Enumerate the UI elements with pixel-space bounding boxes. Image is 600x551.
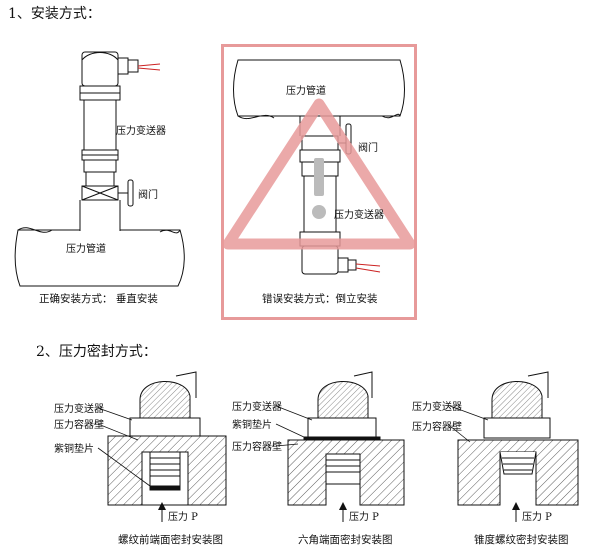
label-transmitter-wrong: 压力变送器 bbox=[334, 210, 384, 221]
label-pipe-correct: 压力管道 bbox=[66, 244, 106, 255]
seal3-label-wall: 压力容器壁 bbox=[412, 422, 462, 433]
seal2-label-transmitter: 压力变送器 bbox=[232, 402, 282, 413]
exclamation-dot-icon bbox=[312, 205, 326, 219]
seal2-label-gasket: 紫铜垫片 bbox=[232, 420, 272, 431]
label-pipe-wrong: 压力管道 bbox=[286, 86, 326, 97]
seal1-label-pressure: 压力 P bbox=[168, 512, 198, 523]
seal2-label-pressure: 压力 P bbox=[349, 512, 379, 523]
seal3-label-transmitter: 压力变送器 bbox=[412, 402, 462, 413]
seal3-label-pressure: 压力 P bbox=[522, 512, 552, 523]
label-valve-correct: 阀门 bbox=[138, 190, 158, 201]
label-transmitter-correct: 压力变送器 bbox=[116, 126, 166, 137]
seal3-diagram bbox=[457, 371, 579, 522]
seal2-diagram bbox=[287, 371, 405, 522]
exclamation-bar-icon bbox=[314, 158, 324, 196]
correct-install-diagram bbox=[14, 51, 185, 287]
seal1-diagram bbox=[107, 371, 227, 522]
seal2-label-wall: 压力容器壁 bbox=[232, 442, 282, 453]
wrong-install-diagram bbox=[233, 59, 405, 275]
seal1-label-wall: 压力容器壁 bbox=[54, 420, 104, 431]
warning-frame bbox=[221, 44, 417, 320]
leader-lines bbox=[97, 405, 489, 487]
seal1-label-gasket: 紫铜垫片 bbox=[54, 444, 94, 455]
seal1-caption: 螺纹前端面密封安装图 bbox=[118, 534, 223, 546]
caption-correct: 正确安装方式： 垂直安装 bbox=[39, 293, 158, 305]
seal1-label-transmitter: 压力变送器 bbox=[54, 404, 104, 415]
seal3-caption: 锥度螺纹密封安装图 bbox=[474, 534, 569, 546]
section1-heading: 1、安装方式： bbox=[8, 6, 101, 22]
section2-heading: 2、压力密封方式： bbox=[36, 344, 157, 360]
label-valve-wrong: 阀门 bbox=[358, 143, 378, 154]
seal2-caption: 六角端面密封安装图 bbox=[298, 534, 393, 546]
warning-triangle bbox=[222, 98, 416, 250]
caption-wrong: 错误安装方式：倒立安装 bbox=[262, 293, 378, 305]
